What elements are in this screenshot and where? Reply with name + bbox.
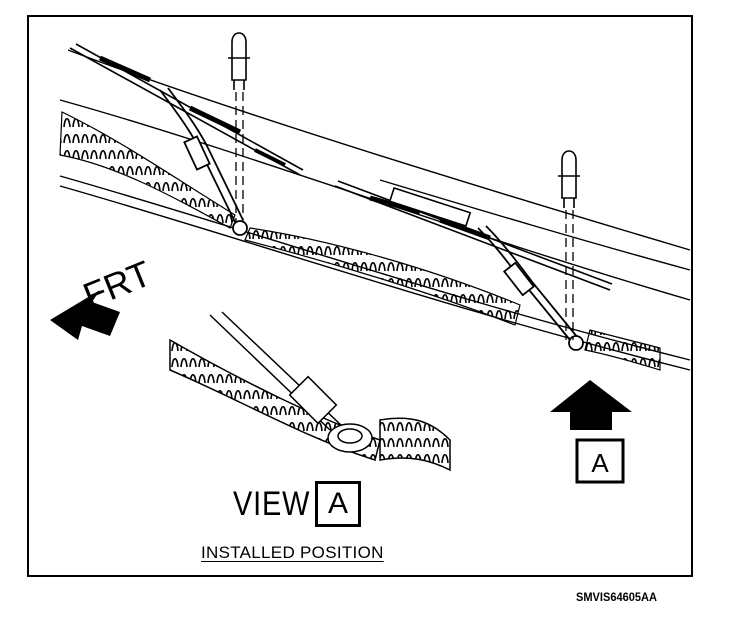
installed-position-caption: INSTALLED POSITION: [201, 543, 384, 562]
front-arrow-icon: [50, 290, 120, 340]
view-a-marker-box: [575, 438, 625, 484]
wiper-arm-right: [477, 225, 584, 351]
view-a-marker-label: A: [591, 448, 609, 478]
diagram-frame: [27, 15, 693, 577]
wiper-arm-left: [159, 87, 248, 236]
clip-right: [558, 150, 580, 208]
view-title-letter: A: [315, 481, 361, 527]
cowl-grille-center: [244, 227, 521, 326]
detail-view-a: [169, 311, 451, 472]
cowl-grille-left: [59, 111, 236, 229]
install-guide-lines: [235, 92, 574, 340]
view-a-arrow-icon: [550, 380, 632, 430]
wiper-blade-left: [69, 43, 304, 176]
figure-code: SMVIS64605AA: [576, 590, 658, 604]
cowl-grille-right: [584, 329, 661, 371]
view-title: VIEW: [233, 485, 311, 523]
clip-left: [228, 32, 250, 90]
